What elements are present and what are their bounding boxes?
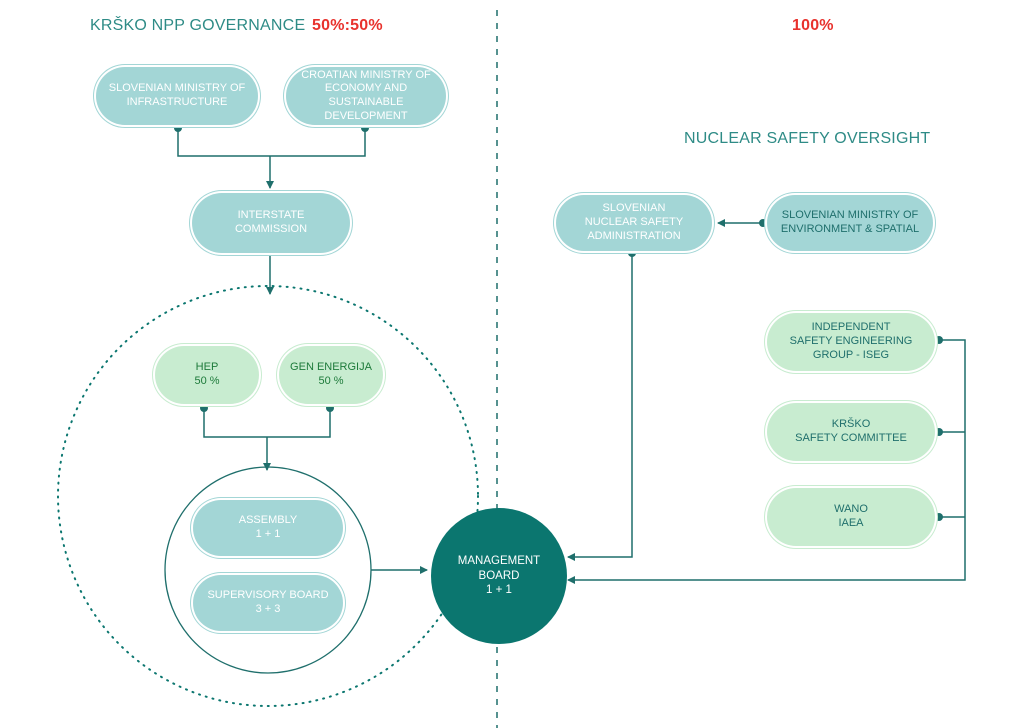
governance-share: 50%:50% (312, 17, 383, 34)
dot-snsa (628, 249, 636, 257)
dot-wano (935, 513, 943, 521)
node-supervisory-board: SUPERVISORY BOARD 3 + 3 (193, 575, 343, 631)
connector-snsa-management (567, 253, 633, 561)
company-bodies-circle (164, 466, 372, 674)
dot-croatian-ministry (361, 124, 369, 132)
node-krsko-safety-committee: KRŠKO SAFETY COMMITTEE (767, 403, 935, 461)
dot-gen-energija (326, 404, 334, 412)
node-gen-energija: GEN ENERGIJA 50 % (279, 346, 383, 404)
node-assembly: ASSEMBLY 1 + 1 (193, 500, 343, 556)
node-croatian-ministry: CROATIAN MINISTRY OF ECONOMY AND SUSTAIN… (286, 67, 446, 125)
node-snsa: SLOVENIAN NUCLEAR SAFETY ADMINISTRATION (556, 195, 712, 251)
node-wano-iaea: WANO IAEA (767, 488, 935, 546)
node-iseg: INDEPENDENT SAFETY ENGINEERING GROUP - I… (767, 313, 935, 371)
dot-krsko-committee (935, 428, 943, 436)
connector-oversight-bracket (567, 339, 966, 584)
governance-title: KRŠKO NPP GOVERNANCE (90, 17, 306, 34)
node-interstate-commission: INTERSTATE COMMISSION (192, 193, 350, 253)
node-management-board: MANAGEMENT BOARD 1 + 1 (431, 508, 567, 644)
node-slovenian-ministry-environment: SLOVENIAN MINISTRY OF ENVIRONMENT & SPAT… (767, 195, 933, 251)
connector-owners (203, 408, 331, 438)
connector-ministries (177, 128, 366, 157)
dot-hep (200, 404, 208, 412)
node-hep: HEP 50 % (155, 346, 259, 404)
node-slovenian-ministry-infrastructure: SLOVENIAN MINISTRY OF INFRASTRUCTURE (96, 67, 258, 125)
dot-ministry-env (759, 219, 767, 227)
dot-slovenian-ministry (174, 124, 182, 132)
oversight-title: NUCLEAR SAFETY OVERSIGHT (684, 130, 931, 147)
oversight-share: 100% (792, 17, 834, 34)
ownership-dotted-circle (57, 285, 479, 707)
dot-iseg (935, 336, 943, 344)
